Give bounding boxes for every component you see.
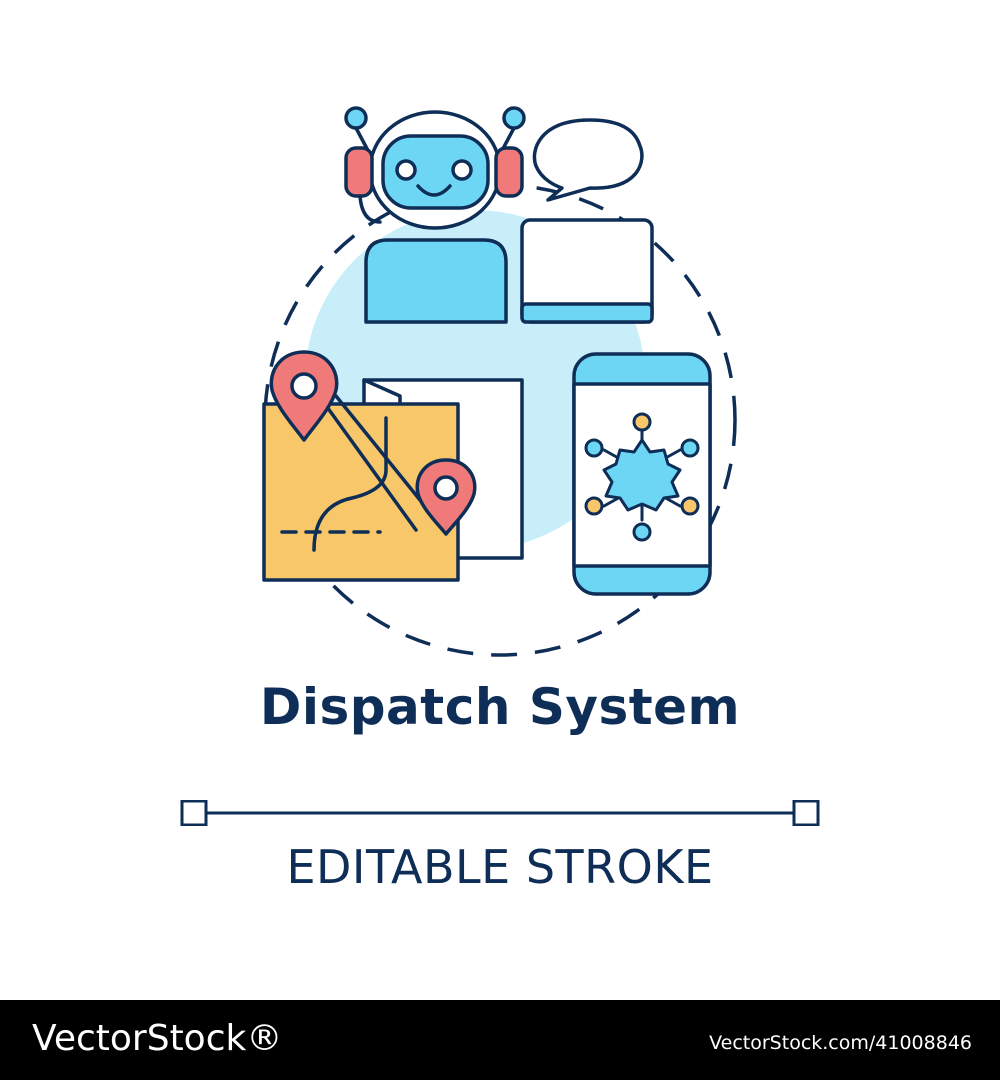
speech-bubble-icon — [532, 118, 644, 202]
footer-bar: VectorStock® VectorStock.com/41008846 — [0, 1000, 1000, 1080]
editable-stroke-line-icon — [180, 800, 820, 826]
map-icon — [262, 378, 524, 582]
subtitle: EDITABLE STROKE — [286, 840, 714, 894]
vector-id: VectorStock.com/41008846 — [709, 1032, 972, 1054]
location-pin-icon — [269, 350, 339, 442]
brand-logo: VectorStock® — [32, 1018, 283, 1059]
robot-icon — [344, 106, 526, 324]
dispatch-system-illustration — [262, 106, 737, 657]
page-title: Dispatch System — [259, 678, 741, 736]
network-hub-icon — [584, 412, 700, 542]
location-pin-icon — [415, 458, 477, 536]
laptop-icon — [520, 218, 654, 324]
